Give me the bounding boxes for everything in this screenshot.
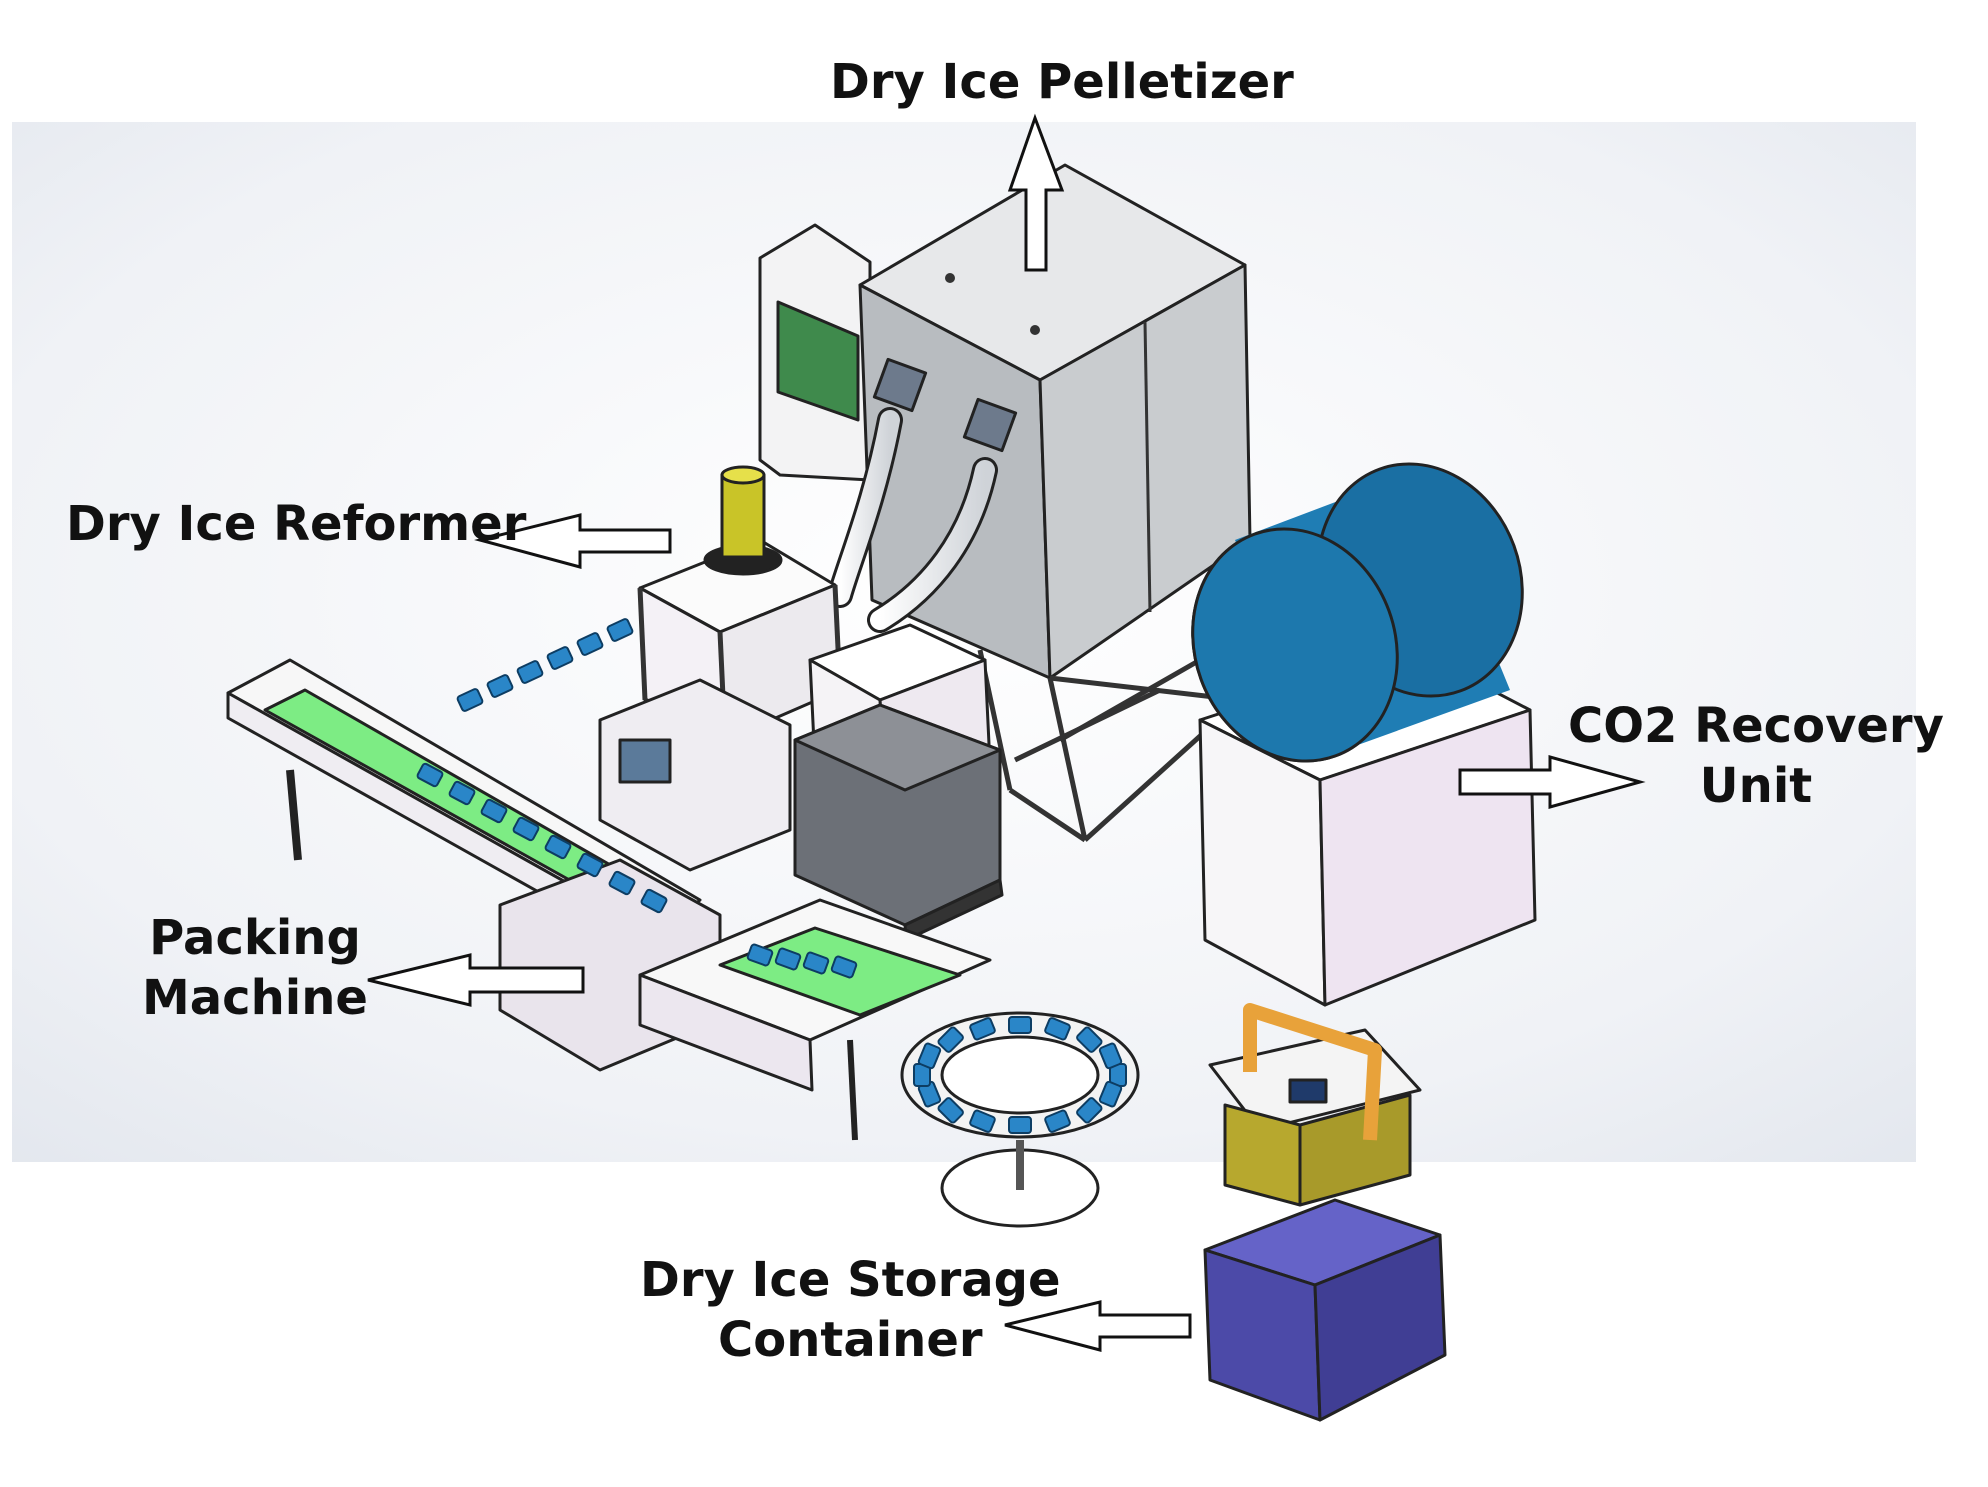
dry-ice-pellet [802, 951, 830, 975]
pelletizer-group [758, 163, 1253, 843]
dry-ice-pellet [937, 1026, 964, 1053]
dry-ice-pellet [576, 632, 604, 656]
reformer-yellow-cap [720, 473, 766, 559]
storage-container-group [1203, 1003, 1447, 1422]
dry-ice-pellet [544, 834, 572, 860]
dry-ice-pellet [456, 688, 484, 712]
dry-ice-pellet [416, 762, 444, 788]
label-storage-line1: Dry Ice Storage [640, 1252, 1061, 1308]
label-packing-line1: Packing [149, 910, 361, 966]
dry-ice-pellet [480, 798, 508, 824]
label-co2-recovery-unit: CO2 Recovery Unit [1568, 696, 1944, 816]
dry-ice-pellet [576, 852, 604, 878]
container-handle [1243, 1003, 1382, 1141]
turntable-group [900, 1011, 1140, 1228]
dry-ice-pellet [917, 1042, 942, 1070]
dry-ice-pellet [1076, 1026, 1103, 1053]
dry-ice-pellet [516, 660, 544, 684]
label-packing-machine: Packing Machine [142, 908, 368, 1028]
label-packing-line2: Machine [142, 970, 368, 1026]
arrow-to-pelletizer [1007, 113, 1065, 272]
dry-ice-pellet [746, 943, 774, 967]
label-reformer-text: Dry Ice Reformer [66, 496, 527, 552]
label-dry-ice-storage-container: Dry Ice Storage Container [640, 1250, 1061, 1370]
label-pelletizer-text: Dry Ice Pelletizer [830, 54, 1294, 110]
dry-ice-pellet [1044, 1017, 1071, 1041]
dry-ice-pellet [1044, 1109, 1071, 1133]
dry-ice-pellet [830, 955, 858, 979]
dry-ice-pellet [1008, 1116, 1032, 1134]
arrow-to-storage [1004, 1300, 1192, 1352]
dry-ice-pellet [640, 888, 668, 914]
dry-ice-pellet [1076, 1097, 1103, 1124]
dry-ice-pellet [1098, 1080, 1123, 1108]
dry-ice-pellet [1008, 1016, 1032, 1034]
dry-ice-pellets [416, 618, 1127, 1134]
dry-ice-pellet [448, 780, 476, 806]
dry-ice-pellet [774, 947, 802, 971]
dry-ice-pellet [512, 816, 540, 842]
label-co2-line2: Unit [1699, 758, 1813, 814]
dry-ice-pellet [546, 646, 574, 670]
dry-ice-pellet [606, 618, 634, 642]
dry-ice-pellet [937, 1097, 964, 1124]
label-co2-line1: CO2 Recovery [1568, 698, 1944, 754]
label-storage-line2: Container [718, 1312, 983, 1368]
label-dry-ice-pelletizer: Dry Ice Pelletizer [830, 52, 1294, 112]
dry-ice-pellet [969, 1017, 996, 1041]
arrow-to-packing [367, 953, 585, 1007]
arrow-to-reformer [474, 513, 672, 569]
dry-ice-pellet [1098, 1042, 1123, 1070]
control-screen [776, 300, 860, 422]
co2-recovery-group [1191, 462, 1537, 1007]
label-dry-ice-reformer: Dry Ice Reformer [66, 494, 526, 554]
crate-side [1313, 1233, 1447, 1422]
arrow-to-co2 [1458, 755, 1646, 809]
callout-arrows [367, 113, 1646, 1352]
dry-ice-pellet [969, 1109, 996, 1133]
dry-ice-pellet [486, 674, 514, 698]
dry-ice-pellet [608, 870, 636, 896]
